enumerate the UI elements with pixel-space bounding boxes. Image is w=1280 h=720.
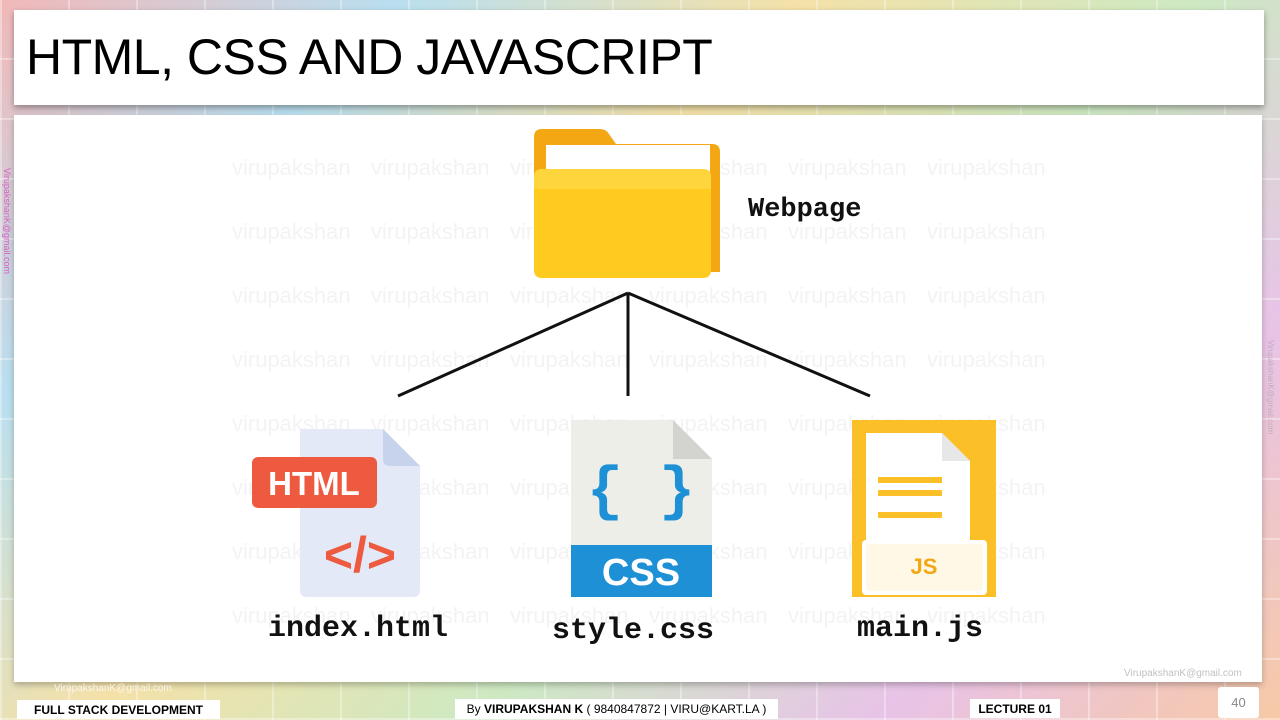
- code-tag-icon: </>: [324, 527, 396, 583]
- label-webpage: Webpage: [748, 195, 861, 225]
- curly-braces-icon: { }: [587, 459, 695, 527]
- title-box: HTML, CSS AND JAVASCRIPT: [14, 10, 1264, 105]
- connector-js: [627, 291, 871, 398]
- connector-html: [397, 291, 629, 398]
- side-email-watermark: VirupakshanK@gmail.com: [2, 168, 12, 275]
- html-badge-text: HTML: [268, 465, 360, 502]
- html-file-icon: HTML </>: [252, 429, 420, 597]
- js-file-icon: JS: [852, 420, 996, 597]
- slide-title: HTML, CSS AND JAVASCRIPT: [26, 29, 713, 85]
- connector-lines: [397, 291, 871, 398]
- css-badge-text: CSS: [602, 552, 680, 594]
- html-badge: [252, 457, 377, 508]
- label-main-js: main.js: [857, 612, 983, 646]
- page-number: 40: [1218, 687, 1259, 718]
- email-watermark-footer: VirupakshanK@gmail.com: [54, 683, 172, 694]
- by-prefix: By: [466, 702, 481, 716]
- css-file-icon: { } CSS: [571, 420, 712, 597]
- file-tree-diagram: HTML </> { } CSS JS Webpage index.html s…: [252, 129, 996, 648]
- author-name: VIRUPAKSHAN K: [484, 702, 584, 716]
- css-band: [571, 545, 712, 597]
- js-badge-text: JS: [911, 554, 938, 579]
- email-watermark-bottom: VirupakshanK@gmail.com: [1124, 668, 1242, 679]
- email-watermark-top: VirupakshanK@gmail.com: [590, 115, 708, 116]
- course-label: FULL STACK DEVELOPMENT: [17, 700, 220, 719]
- side-email-watermark-right: VirupakshanK@gmail.com: [1266, 340, 1275, 435]
- lecture-label: LECTURE 01: [970, 699, 1060, 718]
- folder-icon: [534, 129, 720, 278]
- author-contact: ( 9840847872 | VIRU@KART.LA ): [586, 702, 767, 716]
- label-index-html: index.html: [268, 612, 448, 646]
- author-credit: By VIRUPAKSHAN K ( 9840847872 | VIRU@KAR…: [455, 699, 778, 719]
- label-style-css: style.css: [552, 614, 714, 648]
